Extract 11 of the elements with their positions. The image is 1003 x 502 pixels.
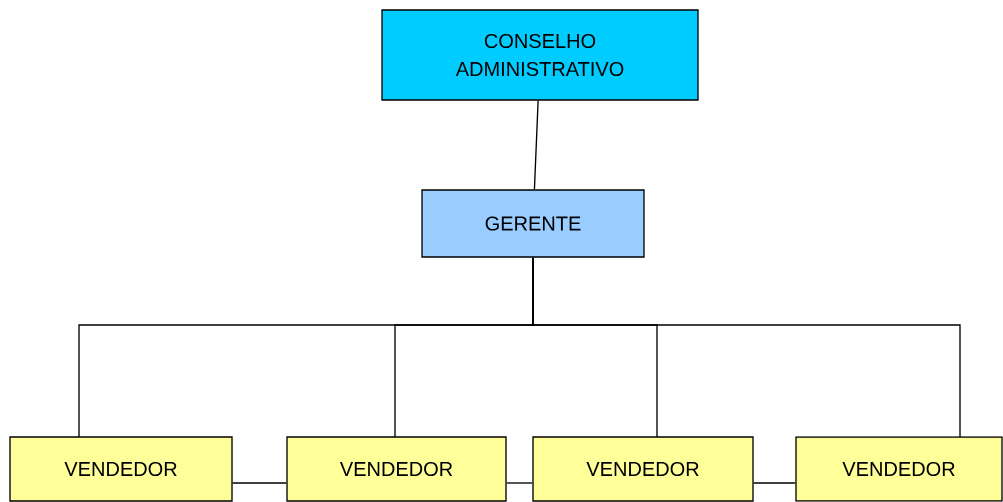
connector-line — [533, 100, 539, 190]
connector-line — [506, 482, 533, 484]
connector-line — [532, 257, 961, 438]
connector-line — [753, 482, 796, 484]
org-box: VENDEDOR — [286, 436, 507, 502]
org-box: VENDEDOR — [9, 436, 233, 502]
org-box: CONSELHO ADMINISTRATIVO — [381, 9, 699, 101]
org-box: VENDEDOR — [795, 436, 1003, 502]
connector-line — [232, 482, 287, 484]
org-box: GERENTE — [421, 189, 645, 258]
org-box: VENDEDOR — [532, 436, 754, 502]
